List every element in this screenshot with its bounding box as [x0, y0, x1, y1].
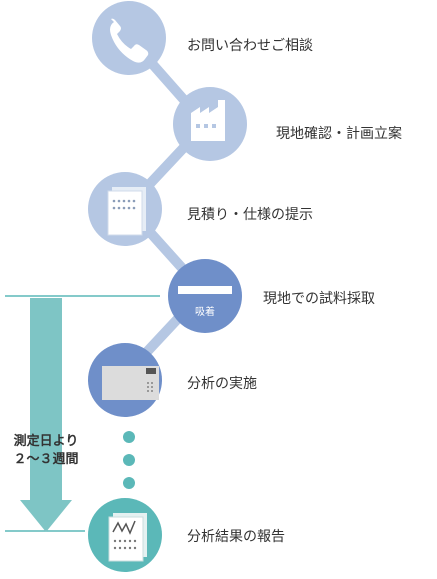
- factory-icon: [191, 100, 225, 141]
- document-icon: [107, 187, 146, 236]
- report-chart-icon: [108, 513, 147, 562]
- step-3-circle: [88, 172, 162, 246]
- dots: [123, 431, 135, 489]
- period-line-2: ２～３週間: [13, 452, 79, 467]
- step-2-label: 現地確認・計画立案: [276, 126, 402, 142]
- step-6-circle: [88, 498, 162, 572]
- step-5-circle: [88, 343, 162, 417]
- period-line-1: 測定日より: [13, 434, 79, 449]
- period-arrow: [20, 298, 72, 532]
- phone-icon: [110, 18, 149, 63]
- step-3-label: 見積り・仕様の提示: [187, 207, 313, 223]
- dot-1: [123, 431, 135, 443]
- analyzer-icon: [102, 366, 159, 400]
- period-label: 測定日より ２～３週間: [0, 433, 92, 469]
- step-1-label: お問い合わせご相談: [187, 38, 313, 54]
- step-1-circle: [92, 1, 166, 75]
- sampling-tube-icon: [178, 286, 232, 294]
- sampling-badge: 吸着: [195, 307, 215, 318]
- step-6-label: 分析結果の報告: [187, 529, 285, 545]
- step-4-circle: [168, 259, 242, 333]
- dot-3: [123, 477, 135, 489]
- step-4-label: 現地での試料採取: [263, 291, 375, 307]
- step-5-label: 分析の実施: [187, 376, 257, 392]
- step-2-circle: [173, 87, 247, 161]
- dot-2: [123, 454, 135, 466]
